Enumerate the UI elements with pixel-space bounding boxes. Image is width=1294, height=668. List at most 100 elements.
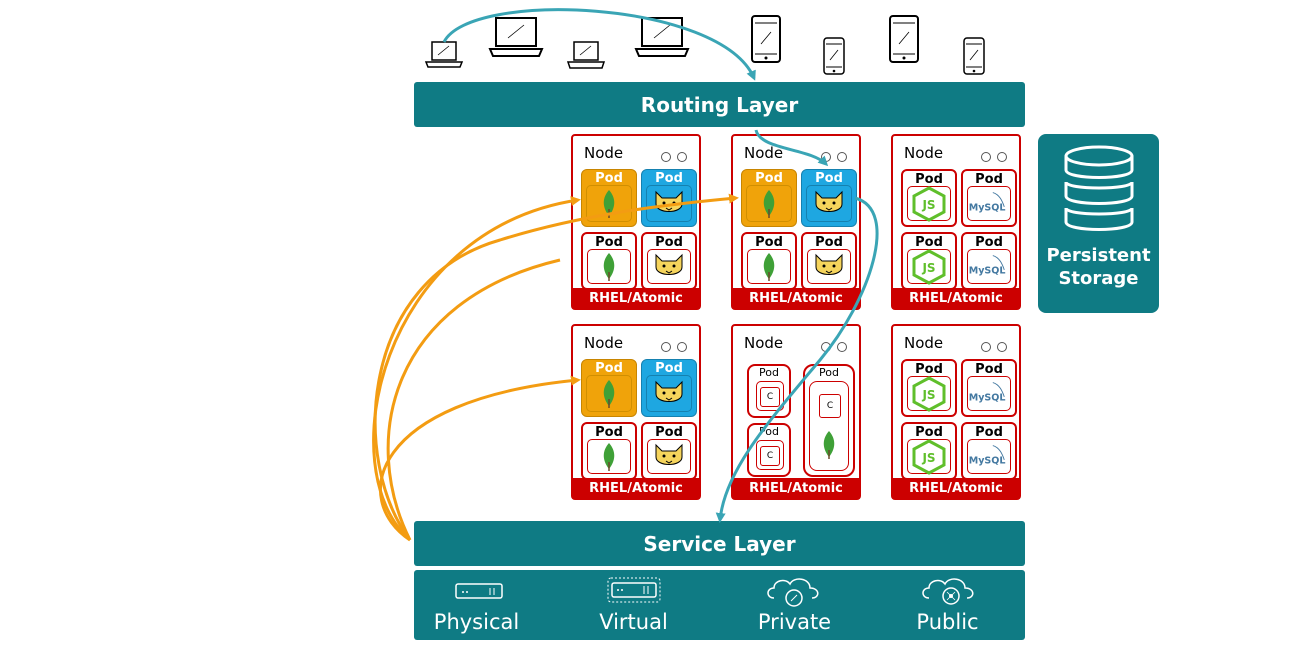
svg-text:MySQL: MySQL xyxy=(969,265,1006,276)
node-status-dots xyxy=(661,342,687,352)
tomcat-icon xyxy=(815,253,843,275)
laptop-icon xyxy=(566,41,606,69)
container-box: C xyxy=(760,446,780,466)
database-stack-icon xyxy=(1064,145,1134,231)
nodejs-icon: JS xyxy=(912,185,946,222)
service-to-mongodb-arrow xyxy=(386,258,561,541)
service-layer: Service Layer xyxy=(414,521,1025,566)
node-5: Node Pod C Pod C Pod C RHEL/Atomic xyxy=(731,324,861,500)
pod-nodejs: Pod JS xyxy=(901,232,957,290)
server-icon xyxy=(455,583,503,599)
service-layer-label: Service Layer xyxy=(643,531,796,556)
pod-mongodb: Pod xyxy=(581,359,637,417)
mongodb-leaf-icon xyxy=(763,252,775,281)
routing-layer: Routing Layer xyxy=(414,82,1025,127)
pod-mysql: Pod MySQL xyxy=(961,359,1017,417)
tomcat-icon xyxy=(815,190,843,212)
service-to-mongodb-arrow xyxy=(379,375,581,542)
tomcat-icon xyxy=(655,190,683,212)
nodejs-icon: JS xyxy=(912,375,946,412)
pod-tomcat: Pod xyxy=(641,359,697,417)
os-label: RHEL/Atomic xyxy=(573,288,699,308)
pod-nodejs: Pod JS xyxy=(901,359,957,417)
pod-mongodb: Pod xyxy=(581,422,637,480)
node-label: Node xyxy=(744,334,784,352)
os-label: RHEL/Atomic xyxy=(733,478,859,498)
mysql-icon: MySQL xyxy=(969,381,1006,403)
node-label: Node xyxy=(744,144,784,162)
node-label: Node xyxy=(904,144,944,162)
pod-mongodb: Pod xyxy=(741,169,797,227)
pod-mysql: Pod MySQL xyxy=(961,169,1017,227)
svg-text:MySQL: MySQL xyxy=(969,455,1006,466)
pod-container-mongodb: Pod C xyxy=(803,364,855,477)
infra-public-label: Public xyxy=(916,610,979,634)
node-status-dots xyxy=(821,152,847,162)
nodejs-icon: JS xyxy=(912,248,946,285)
node-status-dots xyxy=(821,342,847,352)
cloud-lock-icon xyxy=(767,578,819,607)
mongodb-leaf-icon xyxy=(823,431,835,459)
pod-mongodb: Pod xyxy=(581,169,637,227)
svg-text:JS: JS xyxy=(921,261,935,275)
svg-text:MySQL: MySQL xyxy=(969,202,1006,213)
os-label: RHEL/Atomic xyxy=(573,478,699,498)
node-status-dots xyxy=(981,342,1007,352)
tomcat-icon xyxy=(655,443,683,465)
smartphone-icon xyxy=(751,15,781,63)
infra-virtual-label: Virtual xyxy=(599,610,668,634)
infra-private-label: Private xyxy=(757,610,832,634)
mysql-icon: MySQL xyxy=(969,254,1006,276)
pod-nodejs: Pod JS xyxy=(901,422,957,480)
infrastructure-bar: Physical Virtual Private Public xyxy=(414,570,1025,640)
mongodb-leaf-icon xyxy=(763,189,775,218)
node-label: Node xyxy=(904,334,944,352)
laptop-icon xyxy=(634,17,690,57)
pod-mongodb: Pod xyxy=(741,232,797,290)
client-devices xyxy=(420,10,1020,80)
infra-physical-label: Physical xyxy=(433,610,520,634)
os-label: RHEL/Atomic xyxy=(733,288,859,308)
smartphone-icon xyxy=(963,37,985,75)
tomcat-icon xyxy=(655,380,683,402)
node-6: Node Pod JS Pod MySQL Pod JS Pod MySQL R… xyxy=(891,324,1021,500)
pod-container: Pod C xyxy=(747,364,791,418)
pod-tomcat: Pod xyxy=(641,232,697,290)
persistent-storage: Persistent Storage xyxy=(1038,134,1159,313)
node-label: Node xyxy=(584,144,624,162)
pod-nodejs: Pod JS xyxy=(901,169,957,227)
node-4: Node Pod Pod Pod Pod RHEL/Atomic xyxy=(571,324,701,500)
mongodb-leaf-icon xyxy=(603,252,615,281)
mongodb-leaf-icon xyxy=(603,442,615,471)
pod-mysql: Pod MySQL xyxy=(961,422,1017,480)
persistent-storage-label: Persistent Storage xyxy=(1046,245,1151,289)
mysql-icon: MySQL xyxy=(969,191,1006,213)
pod-mysql: Pod MySQL xyxy=(961,232,1017,290)
os-label: RHEL/Atomic xyxy=(893,288,1019,308)
nodejs-icon: JS xyxy=(912,438,946,475)
pod-mongodb: Pod xyxy=(581,232,637,290)
node-3: Node Pod JS Pod MySQL Pod JS Pod MySQL R… xyxy=(891,134,1021,310)
pod-tomcat: Pod xyxy=(641,169,697,227)
mongodb-leaf-icon xyxy=(603,189,615,218)
routing-layer-label: Routing Layer xyxy=(640,92,799,117)
tomcat-icon xyxy=(655,253,683,275)
pod-tomcat: Pod xyxy=(801,232,857,290)
node-status-dots xyxy=(661,152,687,162)
node-2: Node Pod Pod Pod Pod RHEL/Atomic xyxy=(731,134,861,310)
container-box: C xyxy=(819,394,841,418)
svg-text:JS: JS xyxy=(921,388,935,402)
smartphone-icon xyxy=(889,15,919,63)
pod-tomcat: Pod xyxy=(801,169,857,227)
svg-text:JS: JS xyxy=(921,451,935,465)
pod-tomcat: Pod xyxy=(641,422,697,480)
cloud-network-icon xyxy=(922,578,974,605)
node-status-dots xyxy=(981,152,1007,162)
service-to-mongodb-arrow xyxy=(372,196,581,542)
node-label: Node xyxy=(584,334,624,352)
os-label: RHEL/Atomic xyxy=(893,478,1019,498)
mongodb-leaf-icon xyxy=(603,379,615,408)
svg-text:JS: JS xyxy=(921,198,935,212)
smartphone-icon xyxy=(823,37,845,75)
svg-text:MySQL: MySQL xyxy=(969,392,1006,403)
